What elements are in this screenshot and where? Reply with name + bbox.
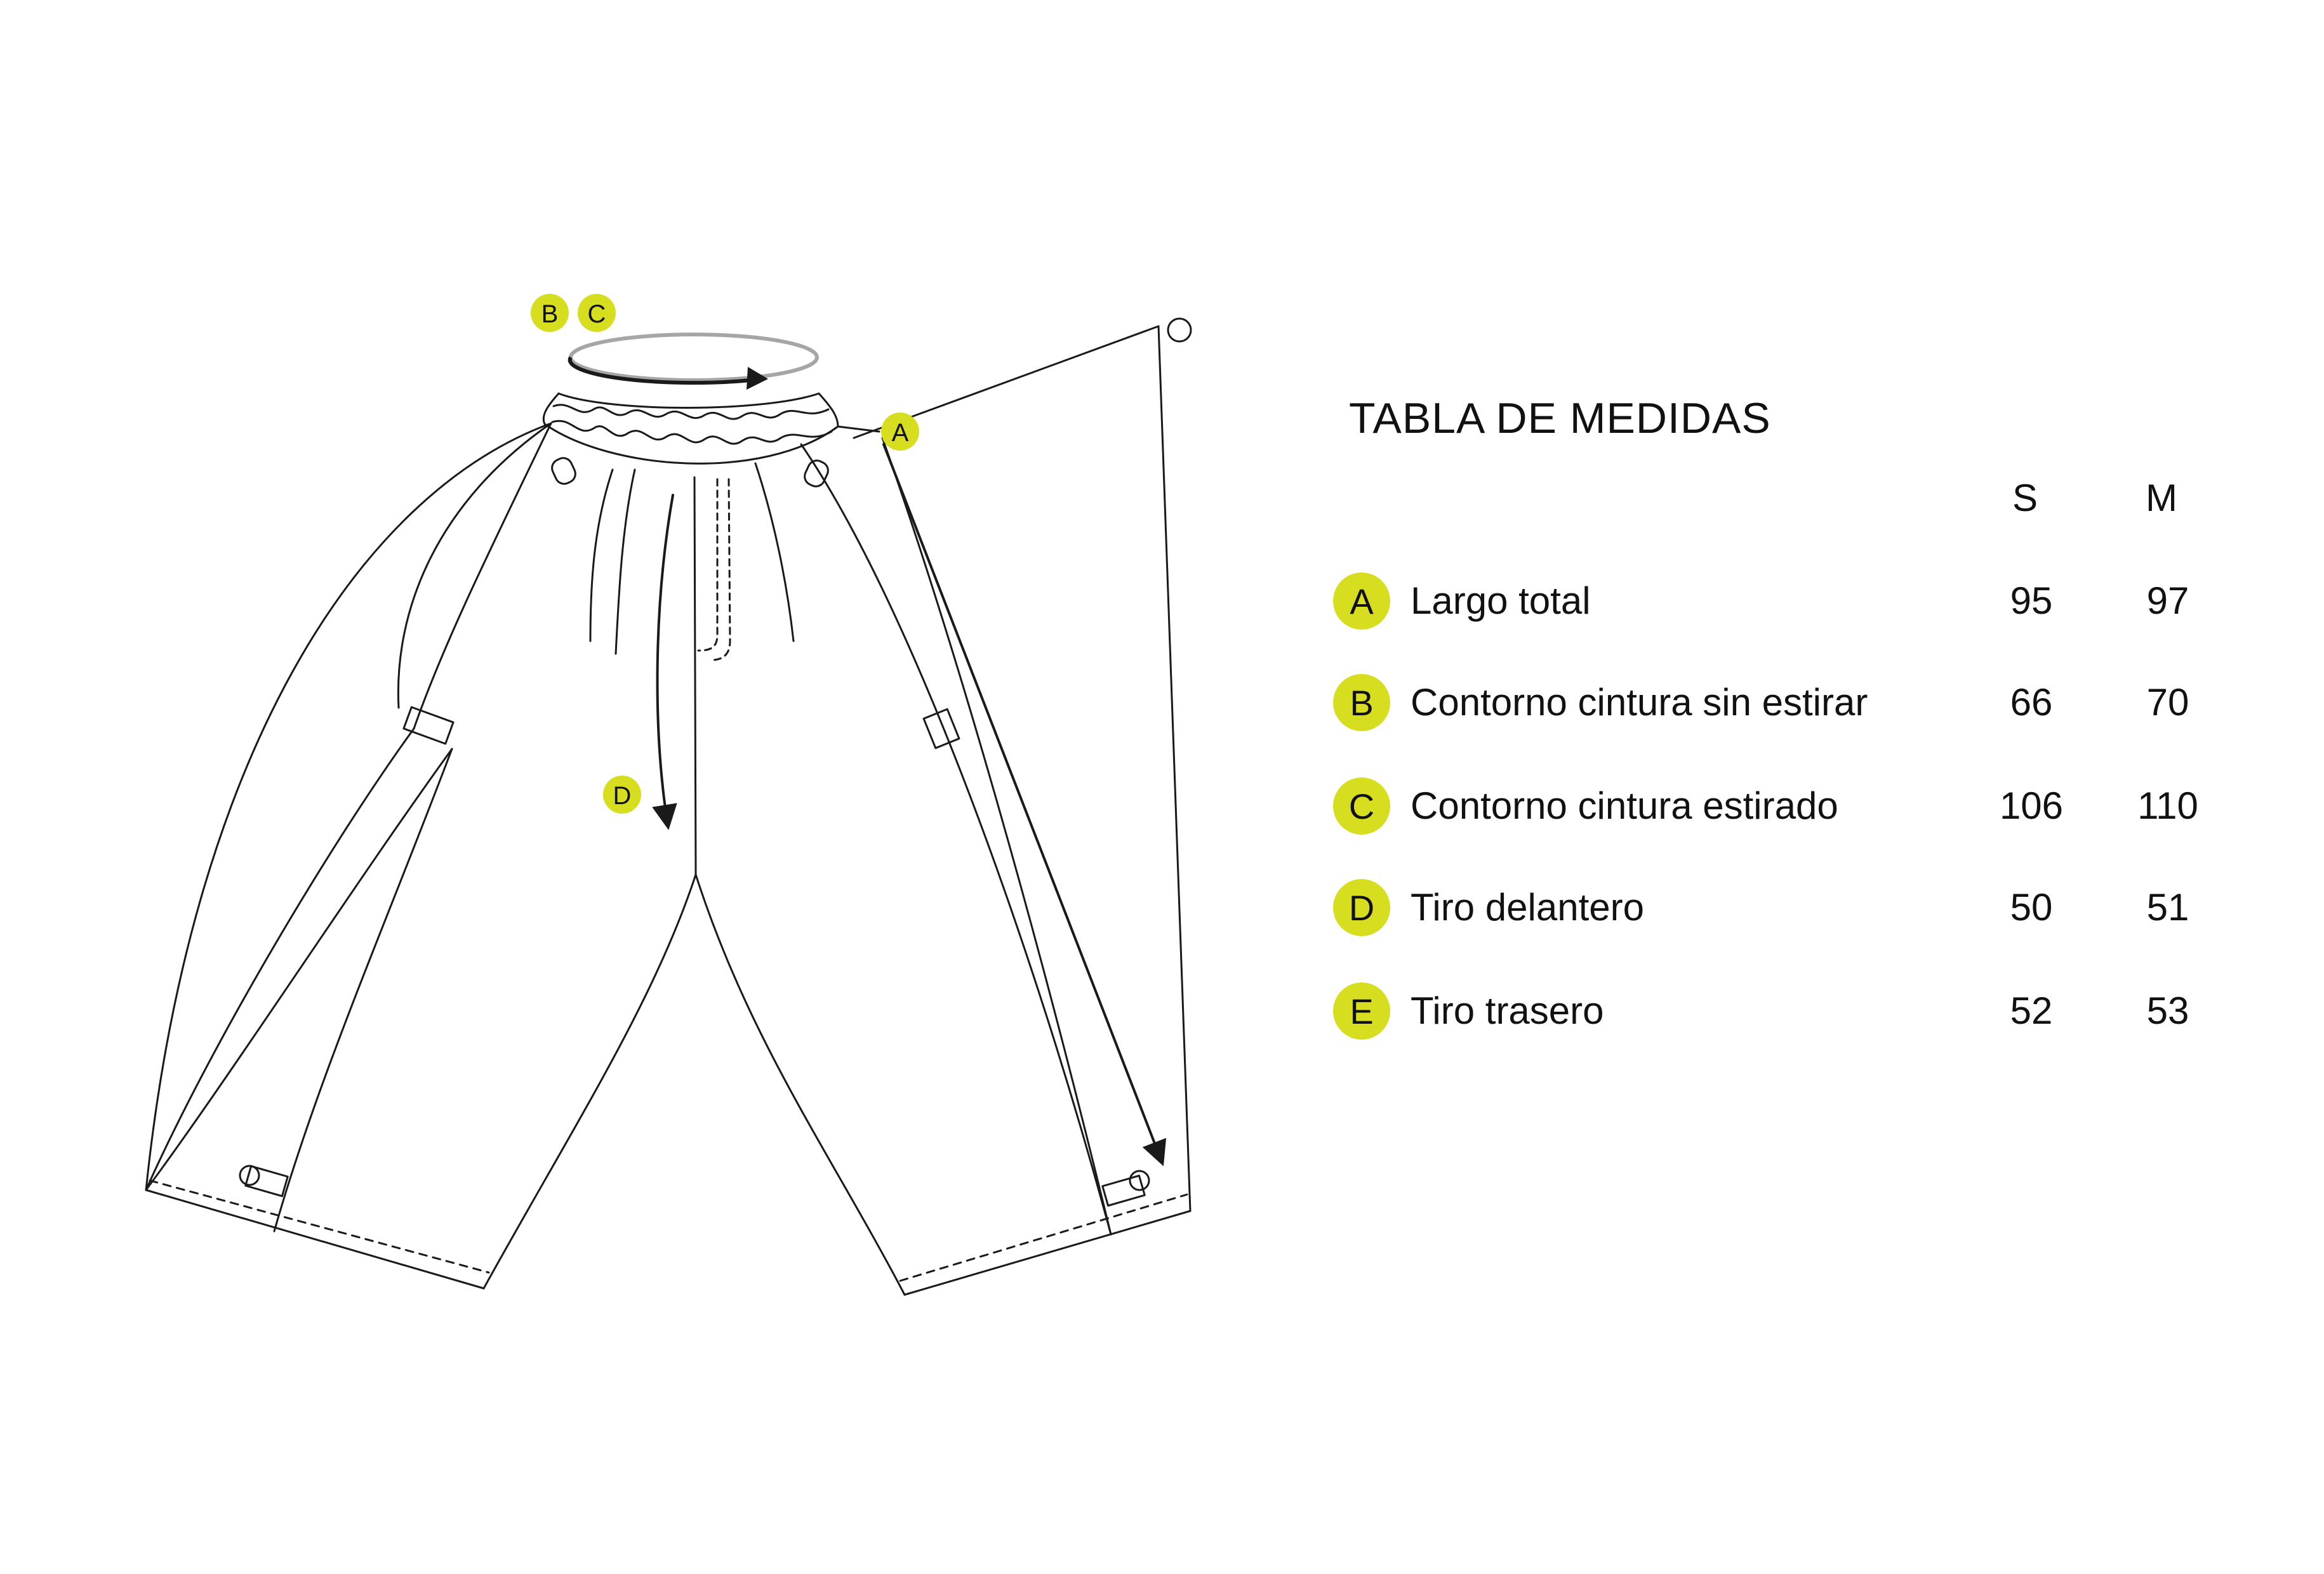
left-leg-inner-diagonal-2 — [145, 748, 453, 1191]
row-value-s: 66 — [2010, 681, 2053, 724]
right-side-seam — [800, 443, 1112, 1236]
row-value-m: 53 — [2146, 989, 2189, 1032]
left-leg-inner-diagonal-1 — [145, 727, 415, 1191]
row-letter-badge: A — [1333, 572, 1390, 630]
label-C: C — [578, 294, 616, 332]
svg-text:C: C — [588, 300, 606, 328]
left-side-seam-lower — [273, 748, 453, 1233]
table-row: A Largo total 95 97 — [1333, 572, 2222, 636]
row-letter-badge: C — [1333, 777, 1390, 835]
label-B: B — [531, 294, 569, 332]
row-letter-badge: B — [1333, 674, 1390, 731]
waistband-side-right — [818, 392, 839, 428]
left-side-tab — [402, 706, 455, 745]
row-label: Contorno cintura sin estirar — [1411, 681, 1868, 724]
row-value-s: 50 — [2010, 886, 2053, 929]
left-waist-ring — [551, 457, 576, 485]
left-side-seam — [413, 422, 552, 730]
row-value-s: 106 — [1999, 784, 2064, 827]
center-front-seam — [693, 476, 697, 876]
waistband-side-left — [542, 392, 560, 425]
row-label: Largo total — [1411, 579, 1591, 622]
right-hem-ring — [1129, 1170, 1150, 1191]
back-panel-outer — [1157, 325, 1192, 1212]
waistband-ruching — [552, 404, 830, 420]
row-value-m: 110 — [2137, 784, 2198, 827]
row-value-m: 51 — [2146, 886, 2189, 929]
row-label: Contorno cintura estirado — [1411, 784, 1838, 827]
pants-technical-drawing: B C A D — [145, 294, 1192, 1296]
row-label: Tiro trasero — [1411, 989, 1604, 1032]
table-row: D Tiro delantero 50 51 — [1333, 879, 2222, 942]
arrow-D-front-rise — [652, 494, 677, 830]
svg-text:B: B — [541, 300, 559, 328]
row-value-m: 97 — [2146, 579, 2189, 622]
top-ring — [1167, 317, 1192, 343]
row-value-s: 52 — [2010, 989, 2053, 1032]
waistband-right-edge-line — [837, 425, 880, 433]
waistband-ruching-2 — [551, 420, 833, 445]
svg-text:A: A — [892, 419, 909, 447]
size-header-m: M — [2146, 477, 2177, 519]
row-value-m: 70 — [2146, 681, 2189, 724]
table-row: E Tiro trasero 52 53 — [1333, 982, 2222, 1046]
table-row: C Contorno cintura estirado 106 110 — [1333, 777, 2222, 841]
label-A: A — [881, 413, 919, 451]
fly-stitch-2 — [710, 478, 731, 661]
right-waist-ring — [804, 460, 829, 487]
left-leg-back-panel — [397, 422, 552, 709]
right-hem — [903, 1210, 1192, 1296]
right-hem-tab — [1101, 1174, 1146, 1207]
waistband-bottom — [543, 423, 839, 465]
table-row: B Contorno cintura sin estirar 66 70 — [1333, 674, 2222, 737]
waistband-top — [557, 392, 820, 409]
back-panel-inner — [881, 437, 1112, 1236]
left-hem-tab — [244, 1165, 289, 1198]
right-dart-1 — [754, 462, 795, 642]
label-D: D — [603, 776, 641, 814]
right-inseam — [694, 873, 906, 1296]
left-hem — [145, 1189, 485, 1290]
left-inseam — [482, 873, 697, 1290]
svg-text:D: D — [613, 782, 632, 810]
fly-stitch — [697, 478, 719, 652]
row-letter-badge: E — [1333, 982, 1390, 1040]
left-hem-stitch — [149, 1179, 490, 1274]
left-dart-2 — [614, 468, 636, 655]
right-side-tab — [922, 708, 960, 750]
size-header-s: S — [2012, 477, 2038, 519]
left-dart-1 — [589, 468, 614, 642]
row-value-s: 95 — [2010, 579, 2053, 622]
arrow-A-length — [882, 443, 1167, 1167]
row-letter-badge: D — [1333, 879, 1390, 936]
left-hem-ring — [239, 1165, 260, 1186]
left-leg-outer-seam — [145, 422, 552, 1191]
row-label: Tiro delantero — [1411, 886, 1644, 929]
arrow-BC-waist — [568, 333, 819, 390]
right-hem-stitch — [899, 1193, 1188, 1282]
table-title: TABLA DE MEDIDAS — [1349, 394, 1771, 442]
